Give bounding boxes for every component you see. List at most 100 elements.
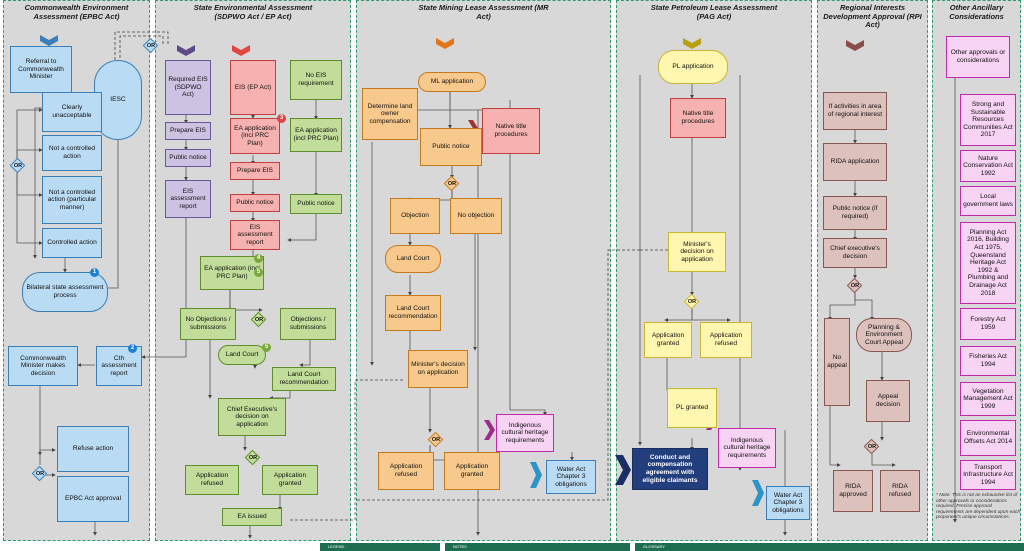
if-activities-box: If activities in area of regional intere…	[823, 92, 887, 130]
eis-report-2-box: EIS assessment report	[230, 220, 280, 250]
badge-1: 1	[90, 268, 99, 277]
other-item-1: Strong and Sustainable Resources Communi…	[960, 94, 1016, 146]
mr-granted-box: Application granted	[444, 452, 500, 490]
not-controlled-particular-box: Not a controlled action (particular mann…	[42, 176, 102, 224]
prepare-eis-1-box: Prepare EIS	[165, 122, 211, 140]
epbc-approval-box: EPBC Act approval	[57, 476, 129, 522]
mr-indigenous-box: Indigenous cultural heritage requirement…	[496, 414, 554, 452]
footer-legend: LEGEND	[320, 543, 440, 551]
badge-2: 2	[128, 344, 137, 353]
land-court-box: Land Court	[218, 345, 266, 365]
other-item-6: Fisheries Act 1994	[960, 346, 1016, 376]
other-item-8: Environmental Offsets Act 2014	[960, 420, 1016, 456]
ml-application-box: ML application	[418, 72, 486, 92]
conduct-agreement-box: Conduct and compensation agreement with …	[632, 448, 708, 490]
or-label-rpi-1: OR	[850, 283, 860, 289]
planning-court-box: Planning & Environment Court Appeal	[856, 318, 912, 352]
other-item-5: Forestry Act 1959	[960, 308, 1016, 340]
pag-granted-box: Application granted	[644, 322, 692, 358]
public-notice-2-box: Public notice	[230, 194, 280, 212]
prepare-eis-2-box: Prepare EIS	[230, 162, 280, 180]
or-label-epbc-1: OR	[13, 163, 23, 169]
lane-rpi: Regional Interests Development Approval …	[817, 0, 928, 541]
lane-epbc-title: Commonwealth Environment Assessment (EPB…	[24, 3, 129, 21]
footer-notes: NOTES	[445, 543, 630, 551]
pag-refused-box: Application refused	[700, 322, 752, 358]
rida-refused-box: RIDA refused	[880, 470, 920, 512]
lane-other-title: Other Ancillary Considerations	[949, 3, 1004, 21]
or-label-epbc-2: OR	[35, 471, 45, 477]
clearly-unacceptable-box: Clearly unacceptable	[42, 92, 102, 132]
determine-compensation-box: Determine land owner compensation	[362, 88, 418, 140]
mr-native-title-box: Native title procedures	[482, 108, 540, 154]
lane-mr-title: State Mining Lease Assessment (MR Act)	[418, 3, 549, 21]
mr-refused-box: Application refused	[378, 452, 434, 490]
referral-box: Referral to Commonwealth Minister	[10, 46, 72, 93]
mr-water-act-box: Water Act Chapter 3 obligations	[546, 460, 596, 494]
no-eis-box: No EIS requirement	[290, 60, 342, 100]
lane-pag-title: State Petroleum Lease Assessment (PAG Ac…	[650, 3, 778, 21]
or-label-top: OR	[146, 43, 156, 49]
bilateral-box: Bilateral state assessment process	[22, 272, 108, 312]
ea-issued-box: EA issued	[222, 508, 282, 526]
refuse-action-box: Refuse action	[57, 426, 129, 472]
not-controlled-box: Not a controlled action	[42, 135, 102, 171]
sdpwo-granted-box: Application granted	[262, 465, 318, 495]
pag-water-act-box: Water Act Chapter 3 obligations	[766, 486, 810, 520]
land-court-rec-box: Land Court recommendation	[272, 367, 336, 391]
no-objections-box: No Objections / submissions	[180, 308, 236, 340]
pag-native-title-box: Native title procedures	[670, 98, 726, 138]
ea-application-1-box: EA application (incl PRC Plan)	[230, 118, 280, 154]
or-label-sdpwo-2: OR	[248, 455, 258, 461]
mr-public-notice-box: Public notice	[420, 128, 482, 166]
other-item-0: Other approvals or considerations	[946, 36, 1010, 78]
controlled-action-box: Controlled action	[42, 228, 102, 258]
pl-application-box: PL application	[658, 50, 728, 84]
or-label-sdpwo-1: OR	[254, 317, 264, 323]
lane-rpi-title: Regional Interests Development Approval …	[823, 3, 922, 29]
badge-5a: 5	[254, 268, 263, 277]
other-item-7: Vegetation Management Act 1999	[960, 382, 1016, 416]
badge-4: 4	[254, 254, 263, 263]
mr-land-court-box: Land Court	[385, 245, 441, 273]
rpi-public-notice-box: Public notice (if required)	[823, 196, 887, 230]
or-label-rpi-2: OR	[867, 444, 877, 450]
rida-approved-box: RIDA approved	[833, 470, 873, 512]
rpi-chief-exec-box: Chief executive's decision	[823, 238, 887, 268]
chief-exec-box: Chief Executive's decision on applicatio…	[218, 398, 286, 436]
sdpwo-refused-box: Application refused	[185, 465, 239, 495]
other-note: * Note: This is not an exhaustive list o…	[936, 493, 1021, 521]
other-item-4: Planning Act 2016, Building Act 1975, Qu…	[960, 222, 1016, 304]
public-notice-1-box: Public notice	[165, 149, 211, 167]
ea-application-3-box: EA application (incl PRC Plan)	[200, 256, 264, 290]
eis-report-1-box: EIS assessment report	[165, 180, 211, 218]
public-notice-3-box: Public notice	[290, 194, 342, 214]
lane-sdpwo-title: State Environmental Assessment (SDPWO Ac…	[193, 3, 313, 21]
objection-box: Objection	[390, 198, 440, 234]
no-appeal-box: No appeal	[824, 318, 850, 406]
objections-box: Objections / submissions	[280, 308, 336, 340]
ea-application-2-box: EA application (incl PRC Plan)	[290, 118, 342, 152]
rida-application-box: RIDA application	[823, 143, 887, 181]
appeal-decision-box: Appeal decision	[866, 380, 910, 422]
pag-minister-decision-box: Minister's decision on application	[668, 232, 726, 272]
eis-ep-box: EIS (EP Act)	[230, 60, 276, 115]
badge-5b: 5	[262, 343, 271, 352]
badge-3: 3	[277, 114, 286, 123]
or-label-mr-2: OR	[431, 437, 441, 443]
or-label-mr-1: OR	[447, 181, 457, 187]
no-objection-box: No objection	[450, 198, 502, 234]
mr-land-court-rec-box: Land Court recommendation	[385, 295, 441, 331]
required-eis-box: Required EIS (SDPWO Act)	[165, 60, 211, 115]
mr-minister-decision-box: Minister's decision on application	[408, 350, 468, 388]
cth-report-box: Cth assessment report	[96, 346, 142, 386]
pag-indigenous-box: Indigenous cultural heritage requirement…	[718, 428, 776, 468]
other-item-3: Local government laws	[960, 186, 1016, 216]
other-item-9: Transport Infrastructure Act 1994	[960, 460, 1016, 490]
or-label-pag: OR	[687, 299, 697, 305]
pl-granted-box: PL granted	[667, 388, 717, 428]
cth-minister-decision-box: Commonwealth Minister makes decision	[8, 346, 78, 386]
other-item-2: Nature Conservation Act 1992	[960, 150, 1016, 182]
footer-glossary: GLOSSARY	[635, 543, 1024, 551]
